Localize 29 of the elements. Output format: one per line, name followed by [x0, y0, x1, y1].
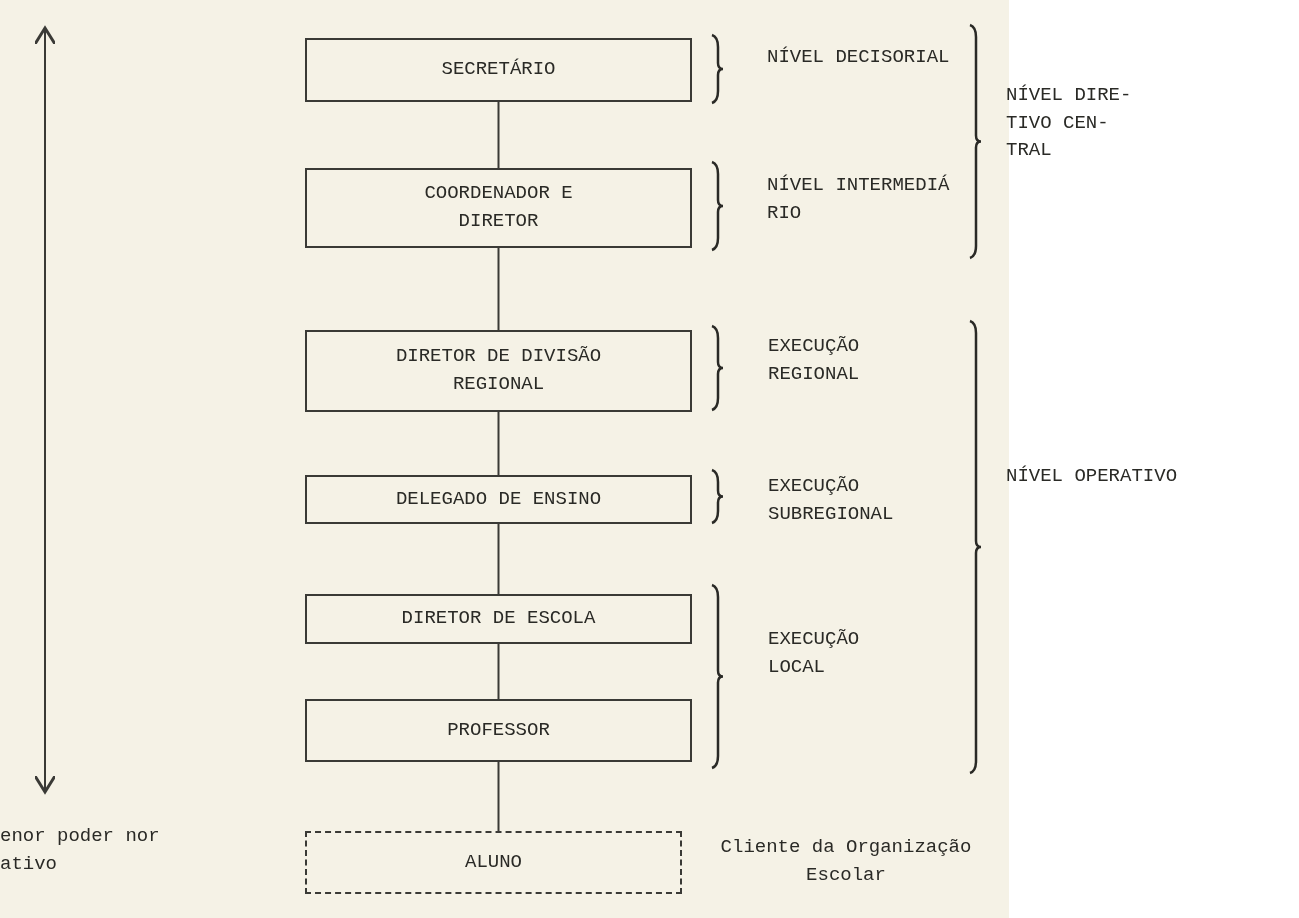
connector-line	[497, 643, 500, 700]
connector-line	[497, 247, 500, 331]
box-label: SECRETÁRIO	[441, 57, 556, 83]
process-box	[305, 594, 692, 644]
process-box	[305, 330, 692, 412]
process-box	[305, 699, 692, 762]
level-label: NÍVEL OPERATIVO	[1006, 464, 1179, 489]
box-label: COORDENADOR E DIRETOR	[423, 181, 574, 234]
level-label: NÍVEL DIRE- TIVO CEN- TRAL	[1006, 83, 1133, 164]
level-label: EXECUÇÃO LOCAL	[768, 627, 861, 680]
box-label: DELEGADO DE ENSINO	[395, 486, 602, 512]
connector-line	[497, 101, 500, 169]
box-label: PROFESSOR	[447, 717, 550, 743]
connector-line	[497, 523, 500, 595]
process-box	[305, 475, 692, 524]
level-label: EXECUÇÃO REGIONAL	[768, 334, 861, 387]
connector-line	[497, 761, 500, 832]
connector-line	[497, 411, 500, 476]
level-label: EXECUÇÃO SUBREGIONAL	[768, 474, 895, 527]
process-box	[305, 168, 692, 248]
level-label: enor poder nor ativo	[0, 824, 161, 877]
level-label: NÍVEL INTERMEDIÁ RIO	[767, 173, 951, 226]
box-label: ALUNO	[465, 849, 522, 875]
level-label: NÍVEL DECISORIAL	[767, 45, 951, 70]
process-box	[305, 38, 692, 102]
box-label: DIRETOR DE DIVISÃO REGIONAL	[394, 344, 603, 397]
box-label: DIRETOR DE ESCOLA	[401, 606, 596, 632]
node-caption: Cliente da Organização Escolar	[719, 835, 973, 888]
dashed-box	[305, 831, 682, 894]
